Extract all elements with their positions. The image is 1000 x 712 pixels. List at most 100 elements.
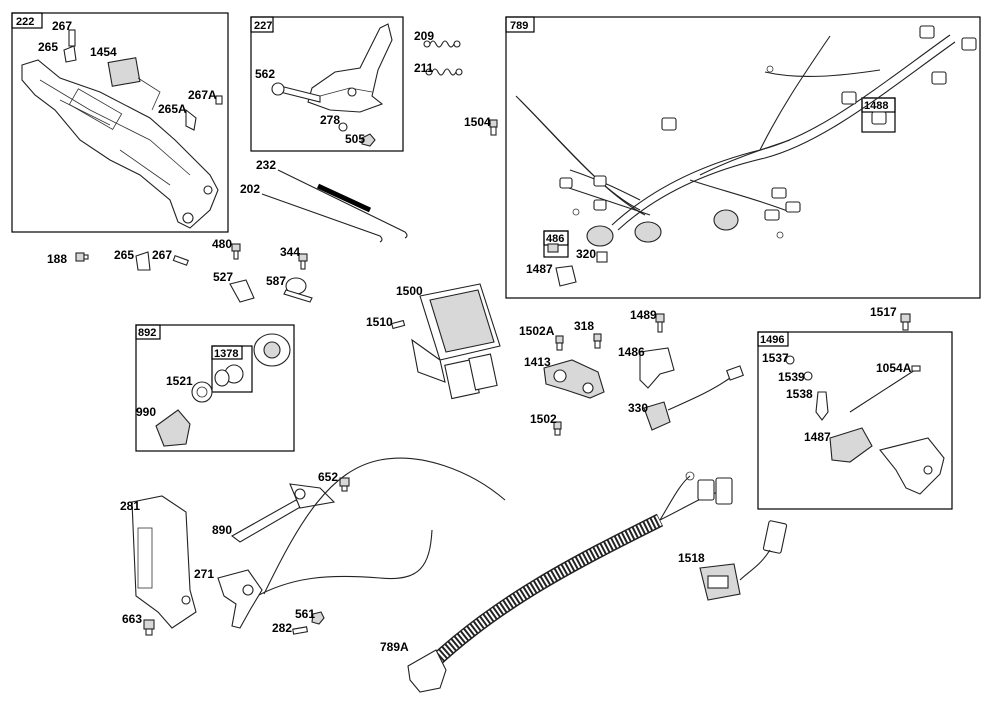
- group-label-227: 227: [254, 20, 272, 32]
- label-1518: 1518: [678, 551, 705, 565]
- label-1454: 1454: [90, 45, 117, 59]
- bolt-1517: [900, 313, 911, 331]
- label-480: 480: [212, 237, 232, 251]
- label-1054A: 1054A: [876, 361, 912, 375]
- bolt-1502A: [555, 335, 564, 351]
- label-1510: 1510: [366, 315, 393, 329]
- label-320: 320: [576, 247, 596, 261]
- label-1486: 1486: [618, 345, 645, 359]
- label-265-b: 265: [114, 248, 134, 262]
- screw-267: [172, 255, 189, 266]
- label-1517: 1517: [870, 305, 897, 319]
- group-label-1496: 1496: [760, 334, 784, 346]
- group-box-222: [11, 12, 229, 233]
- label-211: 211: [414, 61, 434, 75]
- bolt-1502: [553, 421, 562, 436]
- group-tab-227: [250, 16, 274, 33]
- label-278: 278: [320, 113, 340, 127]
- label-232: 232: [256, 158, 276, 172]
- sensor-1486: [639, 347, 675, 389]
- label-1413: 1413: [524, 355, 551, 369]
- label-652: 652: [318, 470, 338, 484]
- clip-265: [135, 251, 151, 271]
- label-561: 561: [295, 607, 315, 621]
- label-527: 527: [213, 270, 233, 284]
- label-505: 505: [345, 132, 365, 146]
- group-label-789: 789: [510, 20, 528, 32]
- group-tab-892: [135, 324, 161, 340]
- connector-harness-1518: [699, 520, 788, 601]
- bolt-652: [339, 477, 350, 492]
- bolt-1489: [655, 313, 665, 333]
- group-box-227: [250, 16, 404, 152]
- throttle-bracket-assembly: [21, 29, 223, 229]
- group-box-1496: [757, 331, 953, 510]
- throttle-rod-202: [261, 193, 383, 243]
- label-562: 562: [255, 67, 275, 81]
- spring-209: [423, 40, 461, 48]
- group-box-1488: [861, 97, 896, 133]
- group-label-222: 222: [16, 16, 34, 28]
- bolt-318: [593, 333, 602, 349]
- label-267: 267: [52, 19, 72, 33]
- group-tab-222: [11, 12, 43, 29]
- label-1504: 1504: [464, 115, 491, 129]
- label-1489: 1489: [630, 308, 657, 322]
- label-1521: 1521: [166, 374, 193, 388]
- label-1538: 1538: [786, 387, 813, 401]
- label-202: 202: [240, 182, 260, 196]
- o2-sensor-330: [643, 365, 744, 431]
- bracket-281: [131, 495, 197, 629]
- group-box-789: [505, 16, 981, 299]
- label-344: 344: [280, 245, 300, 259]
- bolt-1510: [391, 319, 406, 330]
- ecu-module-1500: [411, 283, 501, 400]
- label-265A: 265A: [158, 102, 187, 116]
- label-1502: 1502: [530, 412, 557, 426]
- bolt-480: [231, 243, 241, 260]
- clamp-587: [283, 277, 313, 303]
- throttle-rod-232: [277, 169, 408, 239]
- group-label-892: 892: [138, 327, 156, 339]
- bolt-663: [143, 619, 155, 636]
- bracket-890: [230, 483, 336, 543]
- label-271: 271: [194, 567, 214, 581]
- clamp-527: [229, 279, 255, 303]
- label-1539: 1539: [778, 370, 805, 384]
- label-330: 330: [628, 401, 648, 415]
- label-789A: 789A: [380, 640, 409, 654]
- label-282: 282: [272, 621, 292, 635]
- screw-282: [292, 626, 309, 635]
- label-990: 990: [136, 405, 156, 419]
- label-1500: 1500: [396, 284, 423, 298]
- group-tab-1496: [757, 331, 789, 347]
- group-tab-789: [505, 16, 535, 33]
- cable-assembly: [249, 457, 506, 601]
- sensor-bracket-1413: [543, 359, 605, 399]
- pedal-arm-assembly: [271, 23, 393, 147]
- label-281: 281: [120, 499, 140, 513]
- group-box-486: [543, 230, 569, 258]
- wiring-harness-789: [515, 25, 977, 287]
- label-1487-bracket: 1487: [804, 430, 831, 444]
- bolt-344: [298, 253, 308, 270]
- group-label-1488: 1488: [864, 100, 888, 112]
- group-tab-1378: [211, 345, 243, 360]
- label-265: 265: [38, 40, 58, 54]
- group-1496-parts: [785, 355, 945, 495]
- bolt-188: [75, 252, 89, 262]
- label-587: 587: [266, 274, 286, 288]
- label-209: 209: [414, 29, 434, 43]
- label-890: 890: [212, 523, 232, 537]
- choke-control-271: [217, 569, 263, 629]
- label-318: 318: [574, 319, 594, 333]
- label-188: 188: [47, 252, 67, 266]
- label-267-b: 267: [152, 248, 172, 262]
- ignition-switch-parts: [155, 333, 291, 447]
- label-1502A: 1502A: [519, 324, 555, 338]
- nut-561: [311, 611, 325, 625]
- bolt-1504: [489, 119, 498, 136]
- label-1487-harness: 1487: [526, 262, 553, 276]
- label-1537: 1537: [762, 351, 789, 365]
